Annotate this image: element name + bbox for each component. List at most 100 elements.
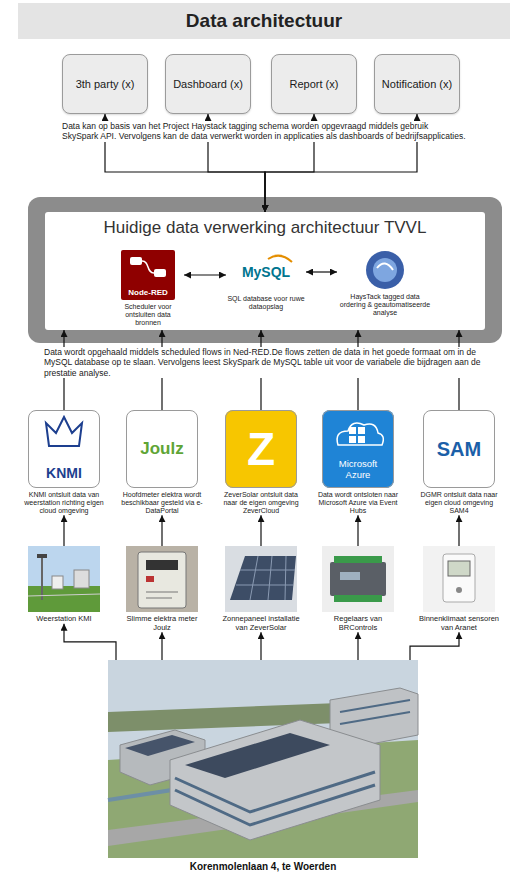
node-caption: Binnenklimaat sensoren van Aranet [416,615,502,632]
title-bar [18,3,510,39]
shape-frame [322,546,394,612]
node-text: Node-RED [128,288,168,297]
controller-photo [340,572,360,580]
note-text: Data kan op basis van het Project Haysta… [62,121,466,142]
windows-icon [349,427,356,434]
node-text: KNMI [46,465,82,481]
weather-station-photo [37,554,47,558]
solar-panel-photo [230,556,296,600]
source-logo-box: JoulzHoofdmeter elektra wordt beschikbaa… [119,410,205,515]
node-text: Dashboard (x) [173,78,243,91]
node-caption: Korenmolenlaan 4, te Woerden [108,861,418,873]
nodered-logo-box: Node-REDScheduler voor ontsluiten data b… [112,250,184,327]
weather-station-photo [74,570,89,588]
skyspark-logo [377,263,393,270]
photo-frame: Slimme elektra meter Joulz [119,546,205,632]
shape-frame [108,660,418,858]
connector-arrow [63,515,64,546]
node-caption: Zonnepaneel installatie van ZeverSolar [218,615,304,632]
node-text: MySQL [242,264,290,280]
mysql-dolphin [268,256,292,262]
node-caption: Regelaars van BRControls [315,615,401,632]
knmi-crown [46,417,82,446]
node-caption: Weerstation KMI [21,615,107,624]
node-caption: DGMR ontsluit data naar eigen cloud omge… [416,491,502,515]
shape-frame [126,546,198,612]
building-photo [185,733,330,778]
source-logo-box: Microsoft AzureData wordt ontsloten naar… [315,410,401,515]
connector-arrow [161,632,162,660]
nodered-icon [154,269,166,277]
zeversolar-logo-ground [225,410,297,488]
node-text: Joulz [140,439,183,459]
azure-cloud [337,423,383,445]
skyspark-logo [366,251,404,289]
shape-frame: Z [225,410,297,488]
shape-frame: KNMI [28,410,100,488]
node-caption: KNMI ontsluit data van weerstation richt… [21,491,107,515]
node-text: Report (x) [290,78,339,91]
note-text: Data wordt opgehaald middels scheduled f… [44,347,490,378]
connector-arrow [184,274,226,275]
photo-frame: Weerstation KMI [21,546,107,624]
skyspark-logo-box: HaysTack tagged data ordering & geautoma… [337,250,433,317]
shape-frame [423,546,495,612]
title-holder: Data architectuur [18,3,510,39]
node-caption: ZeverSolar ontsluit data naar de eigen o… [218,491,304,515]
node-text: Z [247,423,275,476]
smart-meter-photo [146,560,178,570]
connector-arrow [410,632,459,660]
node-text: SAM [437,438,481,461]
source-logo-box: KNMI KNMI ontsluit data van weerstation r… [21,410,107,515]
diagram-title: Data architectuur [186,10,342,32]
shape-frame: SAM [423,410,495,488]
connector-arrow [161,515,162,546]
shape-frame: Report (x) [271,54,357,114]
controller-photo [334,595,382,602]
shape-frame: Node-RED [121,250,175,300]
application-box: Dashboard (x) [165,54,251,114]
shape-frame: 3th party (x) [62,54,148,114]
node-caption: HaysTack tagged data ordering & geautoma… [337,293,433,317]
node-text: 3th party (x) [76,78,135,91]
node-text: Huidige data verwerking architectuur TVV… [104,218,427,238]
photo-frame: Regelaars van BRControls [315,546,401,632]
controller-photo [330,562,386,596]
weather-station-photo [28,594,100,596]
sensor-photo [423,546,495,612]
architecture-panel: Huidige data verwerking architectuur TVV… [45,212,485,330]
shape-frame: Dashboard (x) [165,54,251,114]
mysql-logo-box: MySQLSQL database voor ruwe dataopslag [226,252,306,311]
connector-arrow [64,624,116,660]
white-panel [45,212,485,330]
shape-frame: Microsoft Azure [322,410,394,488]
application-box: Report (x) [271,54,357,114]
building-photo [125,735,195,756]
shape-frame: Joulz [126,410,198,488]
shape-frame [28,546,100,612]
smart-meter-photo [138,552,186,608]
building-photo [175,772,375,825]
connector-arrow [357,632,358,660]
sensor-photo [456,587,462,593]
node-caption: Hoofdmeter elektra wordt beschikbaar ges… [119,491,205,515]
node-text: Microsoft Azure [326,459,390,481]
nodered-icon [130,257,142,265]
shape-frame [225,546,297,612]
photo-frame: Zonnepaneel installatie van ZeverSolar [218,546,304,632]
weather-station-photo [41,556,43,600]
controller-photo [322,546,394,612]
note-holder: Data wordt opgehaald middels scheduled f… [44,347,490,378]
windows-icon [358,427,365,434]
application-box: Notification (x) [374,54,460,114]
source-logo-box: SAM DGMR ontsluit data naar eigen cloud o… [416,410,502,515]
sensor-photo [443,554,475,602]
connector-arrow [458,515,459,546]
controller-photo [334,556,382,563]
building-photo [170,720,380,840]
windows-icon [358,436,365,443]
node-caption: Slimme elektra meter Joulz [119,615,205,632]
building-photo-frame: Korenmolenlaan 4, te Woerden [108,660,418,873]
